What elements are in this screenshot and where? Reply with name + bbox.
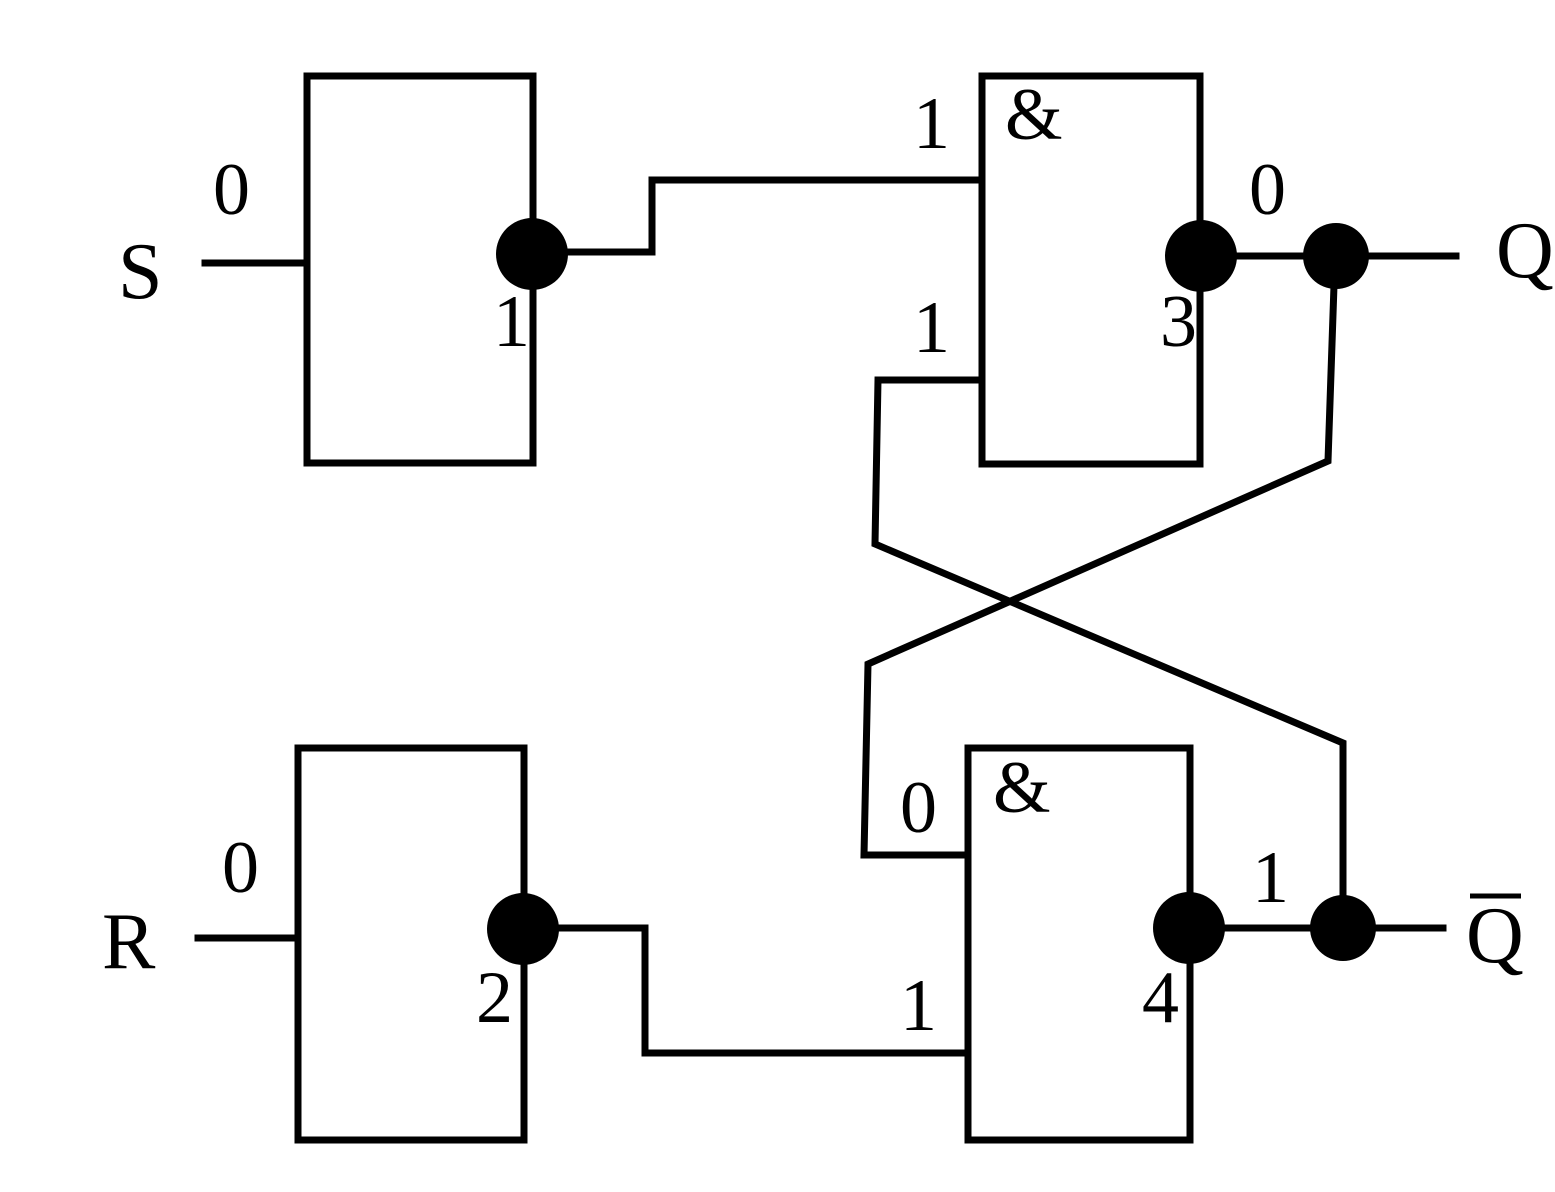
output-q-label: Q bbox=[1496, 207, 1554, 295]
signal-gate3-top-input: 1 bbox=[913, 83, 950, 165]
wire-q-feedback-to-gate4 bbox=[860, 252, 1339, 859]
wire-gate2-to-gate4 bbox=[554, 924, 972, 1057]
input-s-label: S bbox=[118, 228, 163, 316]
qbar-junction-dot bbox=[1310, 895, 1376, 961]
gate-4-and-symbol: & bbox=[993, 747, 1051, 829]
signal-gate4-output: 1 bbox=[1252, 837, 1289, 919]
signal-gate4-top-input: 0 bbox=[900, 767, 937, 849]
gate-3-number: 3 bbox=[1160, 281, 1197, 363]
input-r-label: R bbox=[102, 898, 156, 986]
gate-2-number: 2 bbox=[476, 957, 513, 1039]
output-qbar-label: Q bbox=[1466, 892, 1524, 980]
signal-gate3-bottom-input: 1 bbox=[913, 287, 950, 369]
gate3-inversion-bubble bbox=[1165, 220, 1237, 292]
gate1-inversion-bubble bbox=[496, 218, 568, 290]
signal-gate4-bottom-input: 1 bbox=[900, 965, 937, 1047]
gate-1-inverter bbox=[303, 72, 537, 467]
gate-3-and-symbol: & bbox=[1005, 74, 1063, 156]
gate2-inversion-bubble bbox=[487, 893, 559, 965]
gate4-inversion-bubble bbox=[1153, 892, 1225, 964]
wire-qbar-feedback-to-gate3 bbox=[871, 376, 1347, 932]
signal-r-value: 0 bbox=[222, 827, 259, 909]
wire-gate1-to-gate3 bbox=[564, 176, 986, 256]
gate-4-number: 4 bbox=[1142, 957, 1179, 1039]
signal-s-value: 0 bbox=[213, 149, 250, 231]
q-junction-dot bbox=[1303, 223, 1369, 289]
gate-2-inverter bbox=[294, 744, 528, 1144]
gate-1-number: 1 bbox=[493, 281, 530, 363]
signal-gate3-output: 0 bbox=[1249, 149, 1286, 231]
